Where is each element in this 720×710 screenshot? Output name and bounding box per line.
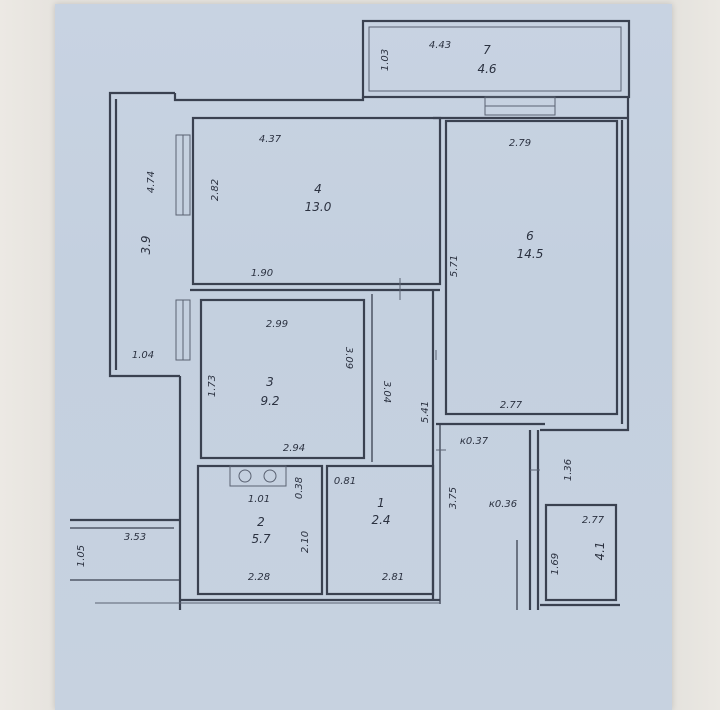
dim-2-77-room5: 2.77	[582, 515, 605, 526]
dim-3-53: 3.53	[124, 532, 146, 543]
room-4-number: 4	[314, 182, 322, 196]
dim-1-05: 1.05	[76, 545, 87, 567]
dim-1-03: 1.03	[380, 49, 391, 71]
room-1-number: 1	[377, 496, 385, 510]
dim-2-10: 2.10	[300, 531, 311, 553]
dim-1-01: 1.01	[248, 494, 270, 505]
balcony-top	[361, 19, 631, 99]
room-2-area: 5.7	[251, 532, 270, 546]
outer-walls	[108, 91, 630, 520]
dimension-labels: 1.03 4.43 4.37 2.79 2.82 4.74 1.90 5.71 …	[76, 40, 605, 583]
balcony-left-label: 3.9	[139, 235, 153, 254]
dim-1-73: 1.73	[207, 375, 218, 397]
dim-2-79: 2.79	[509, 138, 531, 149]
left-lower-walls	[70, 518, 440, 610]
dim-1-04: 1.04	[132, 350, 154, 361]
dim-2-81: 2.81	[382, 572, 404, 583]
dim-4-37: 4.37	[259, 134, 282, 145]
room-5-label: 4.1	[593, 541, 607, 560]
dim-2-94: 2.94	[283, 443, 305, 454]
dim-2-82: 2.82	[210, 179, 221, 201]
dim-k0-37: к0.37	[460, 436, 489, 447]
window-marks	[175, 96, 556, 471]
room-7-number: 7	[483, 43, 491, 57]
room-2-number: 2	[257, 515, 265, 529]
dim-0-81: 0.81	[334, 476, 356, 487]
dim-3-09: 3.09	[343, 347, 354, 369]
dim-5-71: 5.71	[449, 255, 460, 277]
room-6-number: 6	[526, 229, 534, 243]
room-5-walls	[516, 430, 620, 610]
dim-4-43: 4.43	[429, 40, 451, 51]
dim-4-74: 4.74	[146, 171, 157, 193]
room-4-area: 13.0	[305, 200, 332, 214]
dim-3-04: 3.04	[381, 381, 392, 403]
room-6-area: 14.5	[517, 247, 544, 261]
dim-2-28: 2.28	[248, 572, 270, 583]
dim-1-90: 1.90	[251, 268, 273, 279]
dim-0-38: 0.38	[294, 477, 305, 499]
dim-3-75: 3.75	[448, 487, 459, 509]
rooms-1-2-walls	[181, 290, 441, 604]
room-7-area: 4.6	[477, 62, 496, 76]
room-4-walls	[190, 116, 442, 292]
dim-1-69: 1.69	[550, 553, 561, 575]
room-3-area: 9.2	[260, 394, 279, 408]
room-3-number: 3	[266, 375, 274, 389]
dim-5-41: 5.41	[420, 401, 431, 423]
dim-2-77-room6: 2.77	[500, 400, 523, 411]
dim-k0-36: к0.36	[489, 499, 517, 510]
dim-2-99: 2.99	[266, 319, 288, 330]
room-6-walls	[444, 119, 619, 416]
dim-1-36: 1.36	[563, 459, 574, 481]
room-labels: 7 4.6 3.9 4 13.0 6 14.5 3 9.2 2 5.7 1 2.…	[139, 43, 607, 561]
room-1-area: 2.4	[371, 513, 390, 527]
room-3-walls	[199, 294, 373, 462]
